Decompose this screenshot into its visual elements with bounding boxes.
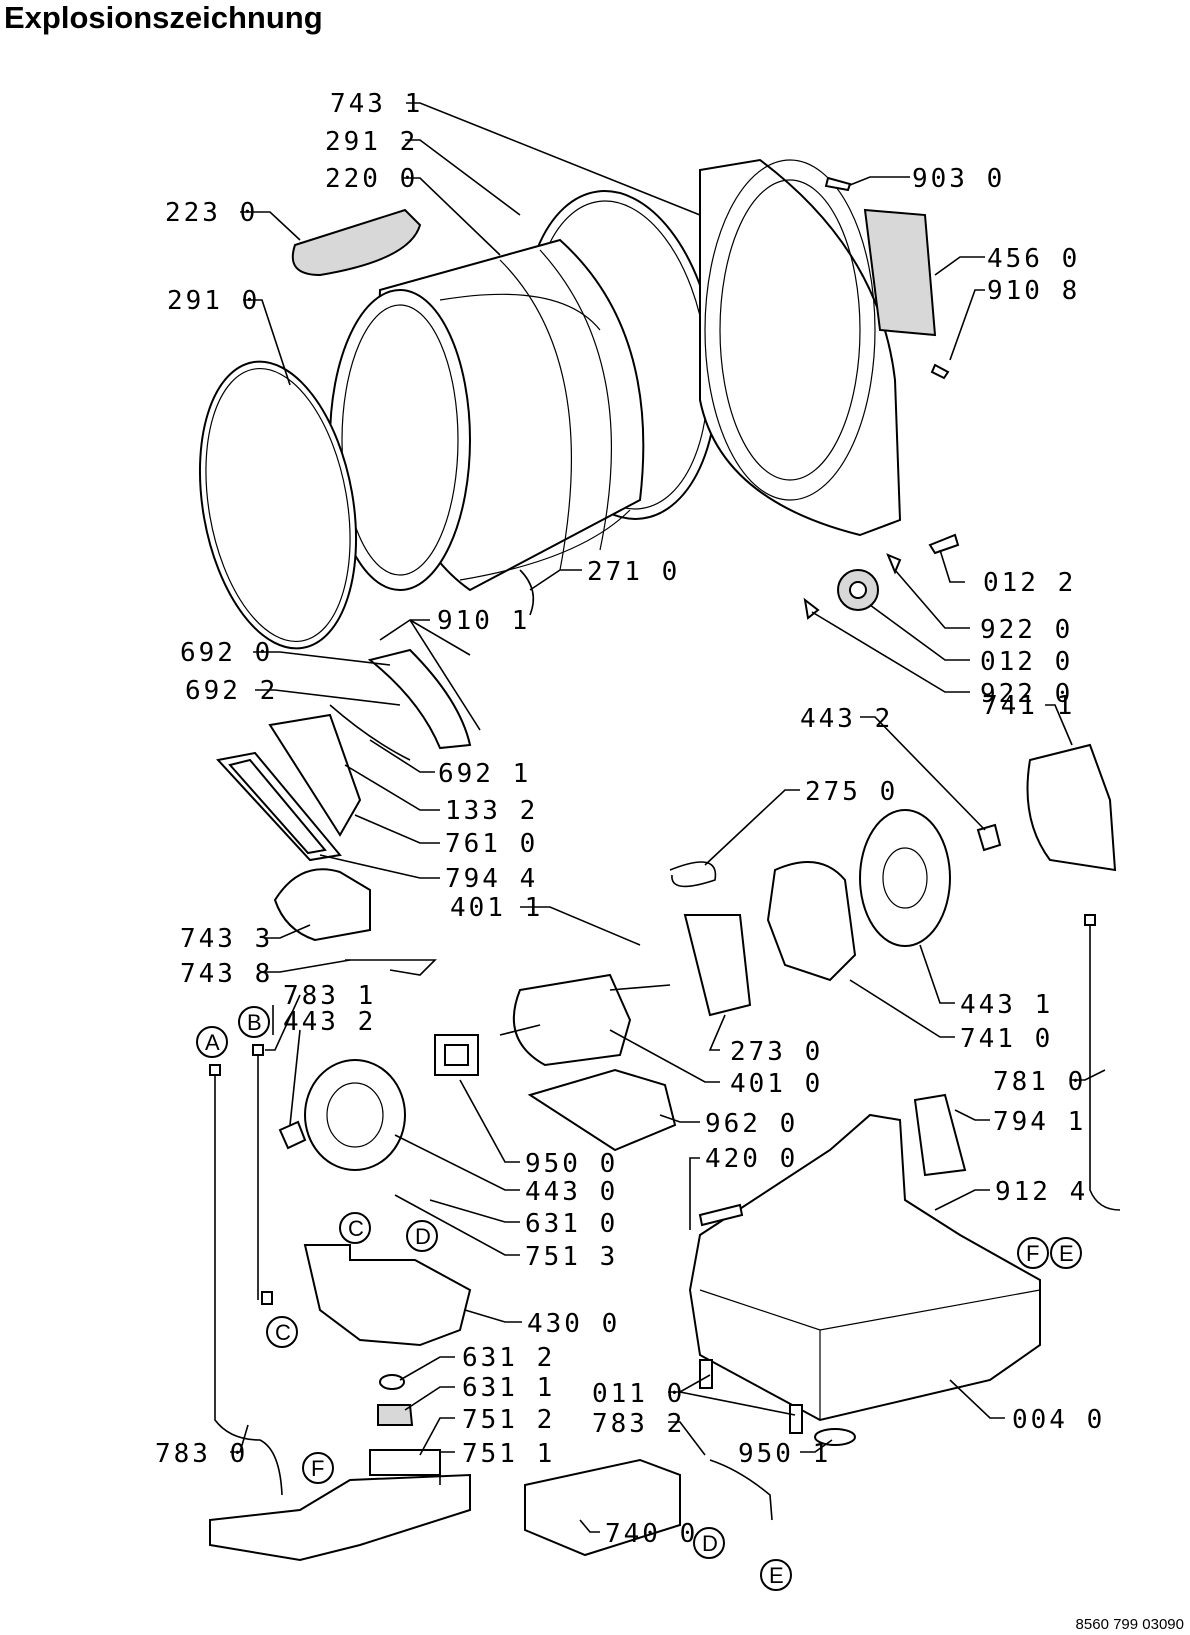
document-number: 8560 799 03090 [1075,1616,1184,1633]
label-743-3: 743 3 [180,924,273,954]
label-740-0: 740 0 [605,1519,698,1549]
label-743-1: 743 1 [330,89,423,119]
label-456-0: 456 0 [987,244,1080,274]
label-223-0: 223 0 [165,198,258,228]
label-751-2: 751 2 [462,1405,555,1435]
lifter-drawing [291,208,422,277]
front-gasket-drawing [198,360,358,650]
label-275-0: 275 0 [805,777,898,807]
label-271-0: 271 0 [587,557,680,587]
rear-panel-drawing [699,158,902,537]
label-922-0-b: 922 0 [980,679,1073,709]
label-783-2: 783 2 [592,1409,685,1439]
label-012-0: 012 0 [980,647,1073,677]
label-741-0: 741 0 [960,1024,1053,1054]
label-631-2: 631 2 [462,1343,555,1373]
label-401-0: 401 0 [730,1069,823,1099]
connector-a: A [205,1030,220,1055]
fan-wheel-drawing [304,1059,406,1171]
label-443-0: 443 0 [525,1177,618,1207]
heater-drawing [863,208,937,337]
label-273-0: 273 0 [730,1037,823,1067]
connector-e-hose: E [769,1563,784,1588]
label-950-0: 950 0 [525,1149,618,1179]
label-751-3: 751 3 [525,1242,618,1272]
label-912-4: 912 4 [995,1177,1088,1207]
label-443-2-left: 443 2 [283,1007,376,1037]
label-743-8: 743 8 [180,959,273,989]
label-783-0: 783 0 [155,1439,248,1469]
connector-e-base: E [1059,1241,1074,1266]
label-794-1: 794 1 [993,1107,1086,1137]
label-220-0: 220 0 [325,164,418,194]
label-761-0: 761 0 [445,829,538,859]
label-631-1: 631 1 [462,1373,555,1403]
label-133-2: 133 2 [445,796,538,826]
connector-c-pump: C [348,1216,364,1241]
fan-housing-drawing [766,861,857,982]
label-430-0: 430 0 [527,1309,620,1339]
label-692-1: 692 1 [438,759,531,789]
page-title: Explosionszeichnung [4,0,323,35]
label-012-2: 012 2 [983,568,1076,598]
label-903-0: 903 0 [912,164,1005,194]
label-910-8: 910 8 [987,276,1080,306]
label-741-1: 741 1 [982,691,1075,721]
drum-drawing [329,238,645,592]
label-443-2-right: 443 2 [800,704,893,734]
label-011-0: 011 0 [592,1379,685,1409]
connector-f-base: F [1026,1241,1039,1266]
label-962-0: 962 0 [705,1109,798,1139]
label-291-2: 291 2 [325,127,418,157]
label-781-0: 781 0 [993,1067,1086,1097]
label-950-1: 950 1 [738,1439,831,1469]
label-291-0: 291 0 [167,286,260,316]
pump-drawing [303,1244,472,1347]
connector-d-pump: D [415,1224,431,1249]
label-631-0: 631 0 [525,1209,618,1239]
label-443-1: 443 1 [960,990,1053,1020]
label-910-1: 910 1 [437,606,530,636]
condenser-drawing [524,1458,681,1557]
connector-f-lower: F [311,1456,324,1481]
base-drawing [688,1113,1041,1422]
label-751-1: 751 1 [462,1439,555,1469]
connector-c-hose: C [275,1320,291,1345]
connector-b: B [247,1010,262,1035]
label-692-2: 692 2 [185,676,278,706]
label-004-0: 004 0 [1012,1405,1105,1435]
label-794-4: 794 4 [445,864,538,894]
motor-drawing [434,973,671,1076]
label-783-1: 783 1 [283,981,376,1011]
label-401-1: 401 1 [450,893,543,923]
label-922-0-a: 922 0 [980,615,1073,645]
label-420-0: 420 0 [705,1144,798,1174]
label-692-0: 692 0 [180,638,273,668]
connector-d-hose: D [702,1531,718,1556]
